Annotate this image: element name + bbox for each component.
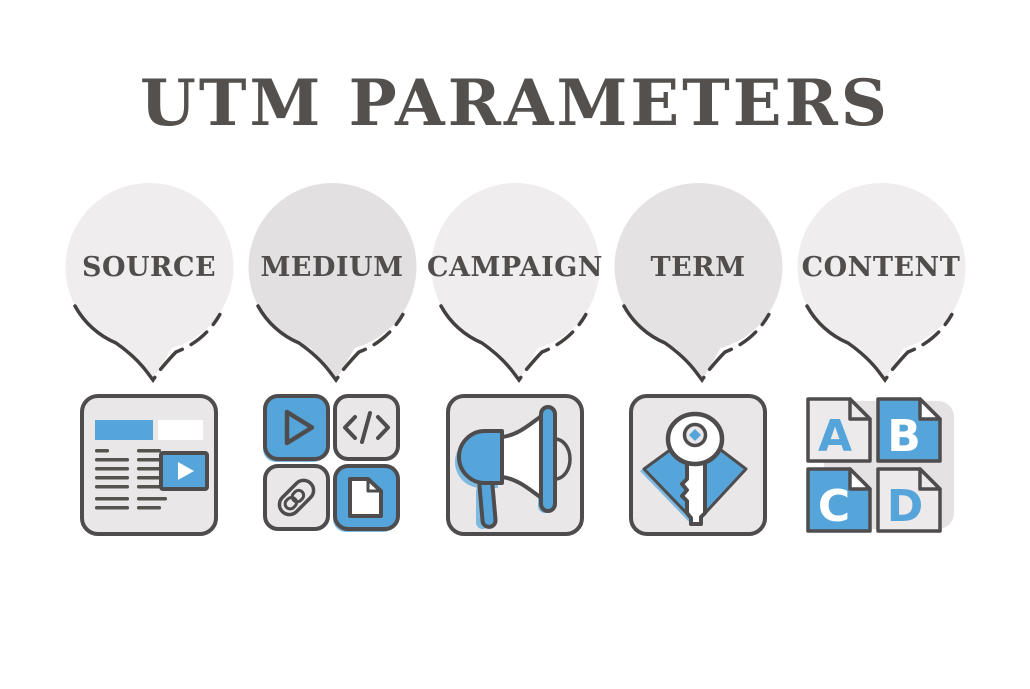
link-icon	[277, 478, 316, 517]
document-icon	[348, 477, 383, 518]
column-medium: MEDIUM	[241, 182, 424, 543]
content-label: CONTENT	[801, 252, 961, 283]
document-c	[806, 467, 872, 533]
column-campaign: CAMPAIGN	[424, 182, 607, 543]
megaphone-rim-bar	[539, 405, 557, 513]
letter-c: C	[818, 481, 850, 532]
letter-a: A	[818, 411, 852, 462]
page-title: UTM PARAMETERS	[140, 66, 890, 141]
parameters-row: SOURCE	[0, 182, 1030, 543]
campaign-speech-bubble: CAMPAIGN	[424, 182, 607, 393]
column-content: CONTENT A B C D	[790, 182, 973, 543]
content-speech-bubble: CONTENT	[790, 182, 973, 393]
speech-bubble-shape	[797, 183, 965, 383]
letter-b: B	[887, 411, 921, 462]
play-icon	[178, 462, 194, 480]
letter-d: D	[887, 481, 924, 532]
document-b	[876, 397, 942, 463]
media-types-grid-icon	[263, 394, 400, 532]
term-speech-bubble: TERM	[607, 182, 790, 393]
medium-speech-bubble: MEDIUM	[241, 182, 424, 393]
document-a	[806, 397, 872, 463]
column-term: TERM	[607, 182, 790, 543]
term-label: TERM	[650, 252, 746, 283]
speech-bubble-shape	[614, 183, 782, 383]
megaphone-handle	[477, 477, 498, 529]
source-label: SOURCE	[81, 252, 217, 283]
abcd-documents-icon: A B C D	[806, 397, 954, 533]
campaign-label: CAMPAIGN	[427, 252, 603, 283]
document-d	[876, 467, 942, 533]
megaphone-rim-arc	[554, 437, 572, 481]
key-shape	[665, 411, 725, 526]
source-speech-bubble: SOURCE	[58, 182, 241, 393]
code-icon	[343, 411, 390, 444]
speech-bubble-shape	[65, 183, 233, 383]
medium-label: MEDIUM	[260, 252, 404, 283]
megaphone-drum	[457, 429, 504, 485]
megaphone-icon	[446, 394, 584, 536]
column-source: SOURCE	[58, 182, 241, 543]
speech-bubble-shape	[248, 183, 416, 383]
speech-bubble-shape	[431, 183, 599, 383]
keyword-key-icon	[629, 394, 767, 536]
webpage-video-icon	[80, 394, 218, 536]
play-icon	[284, 409, 315, 446]
